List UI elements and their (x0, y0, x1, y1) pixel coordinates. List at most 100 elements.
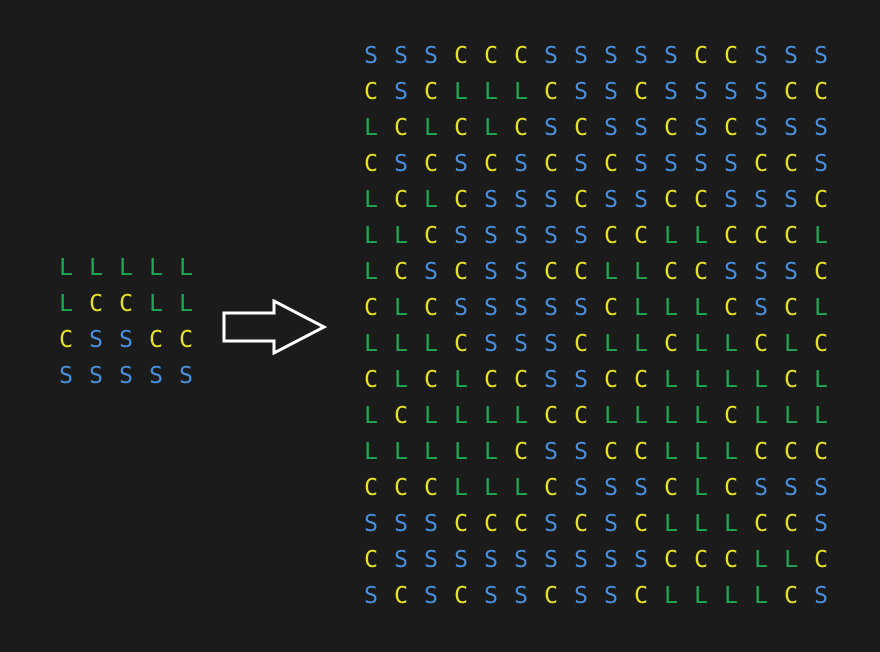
output-grid-cell: C (724, 223, 738, 249)
output-grid-cell: L (784, 547, 798, 573)
output-grid-cell: S (754, 79, 768, 105)
output-grid-cell: L (754, 547, 768, 573)
output-grid-cell: C (724, 115, 738, 141)
output-grid-cell: L (784, 403, 798, 429)
input-grid-cell: L (149, 255, 163, 281)
output-grid-cell: L (364, 439, 378, 465)
input-grid-cell: L (59, 291, 73, 317)
output-grid-cell: L (694, 511, 708, 537)
output-grid-cell: S (424, 547, 438, 573)
output-grid-cell: S (604, 475, 618, 501)
output-grid-cell: S (754, 187, 768, 213)
output-grid-cell: L (484, 79, 498, 105)
output-grid-cell: S (604, 115, 618, 141)
output-grid-cell: L (814, 223, 828, 249)
output-grid-cell: C (784, 367, 798, 393)
output-grid-cell: C (544, 583, 558, 609)
output-grid-cell: L (754, 367, 768, 393)
input-grid-cell: L (59, 255, 73, 281)
output-grid-cell: S (514, 547, 528, 573)
output-grid-cell: S (514, 223, 528, 249)
output-grid-cell: L (754, 583, 768, 609)
output-grid-cell: L (514, 79, 528, 105)
output-grid-cell: S (574, 223, 588, 249)
output-grid-cell: L (724, 583, 738, 609)
output-grid-cell: L (424, 439, 438, 465)
output-grid-cell: S (544, 187, 558, 213)
output-grid-cell: S (424, 511, 438, 537)
output-grid-cell: C (484, 151, 498, 177)
output-grid-cell: L (724, 511, 738, 537)
output-grid-cell: C (754, 331, 768, 357)
output-grid-cell: C (664, 331, 678, 357)
output-grid-cell: S (694, 115, 708, 141)
output-grid-cell: C (634, 583, 648, 609)
output-grid-cell: S (784, 115, 798, 141)
output-grid-cell: S (784, 187, 798, 213)
output-grid-cell: C (754, 223, 768, 249)
output-grid-cell: C (544, 79, 558, 105)
output-grid-cell: S (604, 79, 618, 105)
output-grid-cell: C (364, 79, 378, 105)
output-grid-cell: S (544, 115, 558, 141)
output-grid-cell: S (484, 223, 498, 249)
output-grid-cell: L (604, 403, 618, 429)
output-grid-cell: C (604, 439, 618, 465)
output-grid-cell: S (424, 43, 438, 69)
output-grid-cell: C (604, 223, 618, 249)
output-grid-cell: C (514, 43, 528, 69)
output-grid-cell: L (634, 259, 648, 285)
output-grid-cell: S (604, 43, 618, 69)
output-grid-cell: C (544, 259, 558, 285)
output-grid-cell: S (454, 547, 468, 573)
output-grid-cell: C (814, 547, 828, 573)
input-grid-cell: L (149, 291, 163, 317)
output-grid-cell: S (664, 79, 678, 105)
input-grid-cell: S (119, 327, 133, 353)
output-grid-cell: C (634, 439, 648, 465)
output-grid-cell: C (724, 43, 738, 69)
output-grid-cell: C (814, 79, 828, 105)
output-grid-cell: S (754, 43, 768, 69)
output-grid-cell: S (664, 151, 678, 177)
input-grid-cell: L (89, 255, 103, 281)
output-grid-cell: C (394, 583, 408, 609)
output-grid-cell: C (544, 475, 558, 501)
output-grid-cell: C (514, 439, 528, 465)
output-grid-cell: C (694, 187, 708, 213)
output-grid-cell: S (784, 475, 798, 501)
output-grid-cell: C (364, 547, 378, 573)
output-grid-cell: S (814, 583, 828, 609)
output-grid-cell: L (664, 223, 678, 249)
output-grid-cell: L (694, 331, 708, 357)
output-grid-cell: C (754, 151, 768, 177)
output-grid-cell: L (694, 223, 708, 249)
output-grid-cell: C (664, 259, 678, 285)
output-grid-cell: S (364, 583, 378, 609)
output-grid-cell: S (604, 547, 618, 573)
output-grid-cell: L (664, 403, 678, 429)
output-grid-cell: C (754, 439, 768, 465)
input-grid-cell: L (179, 255, 193, 281)
output-grid-cell: S (814, 43, 828, 69)
output-grid-cell: S (544, 511, 558, 537)
output-grid-cell: L (454, 367, 468, 393)
output-grid-cell: S (544, 223, 558, 249)
output-grid-cell: L (604, 259, 618, 285)
input-grid-cell: C (149, 327, 163, 353)
output-grid-cell: L (364, 187, 378, 213)
output-grid-cell: C (814, 259, 828, 285)
output-grid-cell: L (484, 475, 498, 501)
output-grid-cell: S (544, 295, 558, 321)
output-grid-cell: S (514, 331, 528, 357)
output-grid-cell: S (364, 43, 378, 69)
output-grid-cell: C (574, 115, 588, 141)
output-grid-cell: C (574, 331, 588, 357)
output-grid-cell: L (814, 295, 828, 321)
output-grid-cell: S (394, 43, 408, 69)
output-grid-cell: S (784, 259, 798, 285)
output-grid-cell: C (454, 259, 468, 285)
output-grid-cell: S (484, 187, 498, 213)
